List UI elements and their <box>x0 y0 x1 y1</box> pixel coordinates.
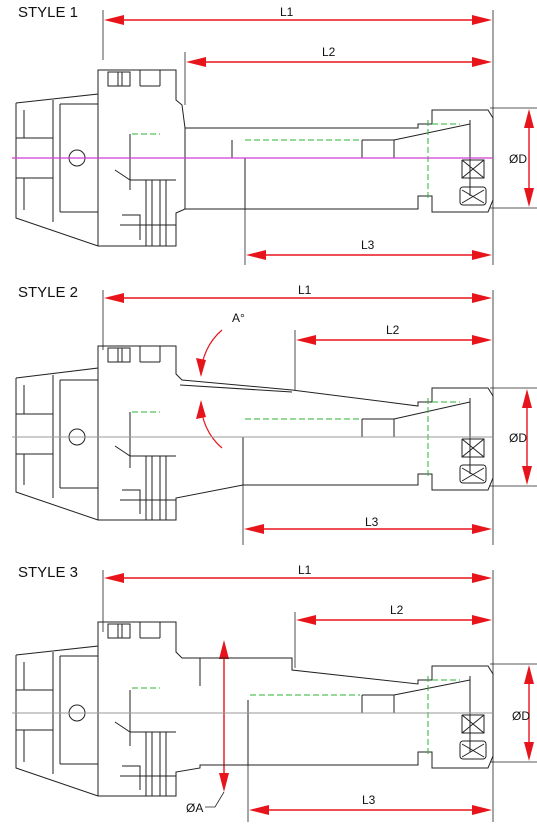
style-2-title: STYLE 2 <box>18 284 79 301</box>
l1-dimension <box>104 293 492 303</box>
l2-label: L2 <box>322 45 336 59</box>
a-dimension <box>219 640 229 792</box>
style-1-title: STYLE 1 <box>18 4 79 21</box>
l1-dimension <box>104 15 492 25</box>
l2-dimension <box>296 615 492 625</box>
hidden-lines <box>132 398 460 478</box>
l3-dimension <box>244 524 492 534</box>
l1-dimension <box>104 573 492 583</box>
l1-label: L1 <box>280 5 294 19</box>
style-3-drawing: L1 L2 L3 ØD ØA <box>12 563 537 822</box>
a-leader <box>205 791 225 808</box>
d-label: ØD <box>512 709 530 723</box>
a-label: ØA <box>186 801 203 815</box>
d-dimension <box>524 109 534 207</box>
l3-label: L3 <box>361 238 375 252</box>
l2-label: L2 <box>386 323 400 337</box>
style-3-title: STYLE 3 <box>18 564 79 581</box>
l3-label: L3 <box>365 515 379 529</box>
l2-dimension <box>296 335 492 345</box>
l3-dimension <box>246 250 492 260</box>
d-dimension <box>522 389 532 485</box>
angle-dimension <box>196 329 223 449</box>
holder-body-outline <box>15 621 494 797</box>
l2-label: L2 <box>390 603 404 617</box>
angle-label: A° <box>232 311 245 325</box>
d-dimension <box>524 665 534 761</box>
l3-label: L3 <box>362 793 376 807</box>
hidden-lines <box>132 120 460 200</box>
style-1-panel: STYLE 1 L1 L2 L3 <box>0 0 537 270</box>
style-2-panel: STYLE 2 <box>0 280 537 550</box>
l3-dimension <box>249 805 492 815</box>
style-3-panel: STYLE 3 <box>0 560 537 829</box>
l1-label: L1 <box>298 563 312 577</box>
l2-dimension <box>186 57 492 67</box>
holder-body-outline <box>15 345 494 521</box>
style-2-drawing: L1 L2 L3 ØD A° <box>12 283 537 545</box>
d-label: ØD <box>509 431 527 445</box>
hidden-lines <box>132 676 460 756</box>
d-label: ØD <box>509 152 527 166</box>
style-1-drawing: L1 L2 L3 ØD <box>12 5 537 265</box>
l1-label: L1 <box>298 283 312 297</box>
